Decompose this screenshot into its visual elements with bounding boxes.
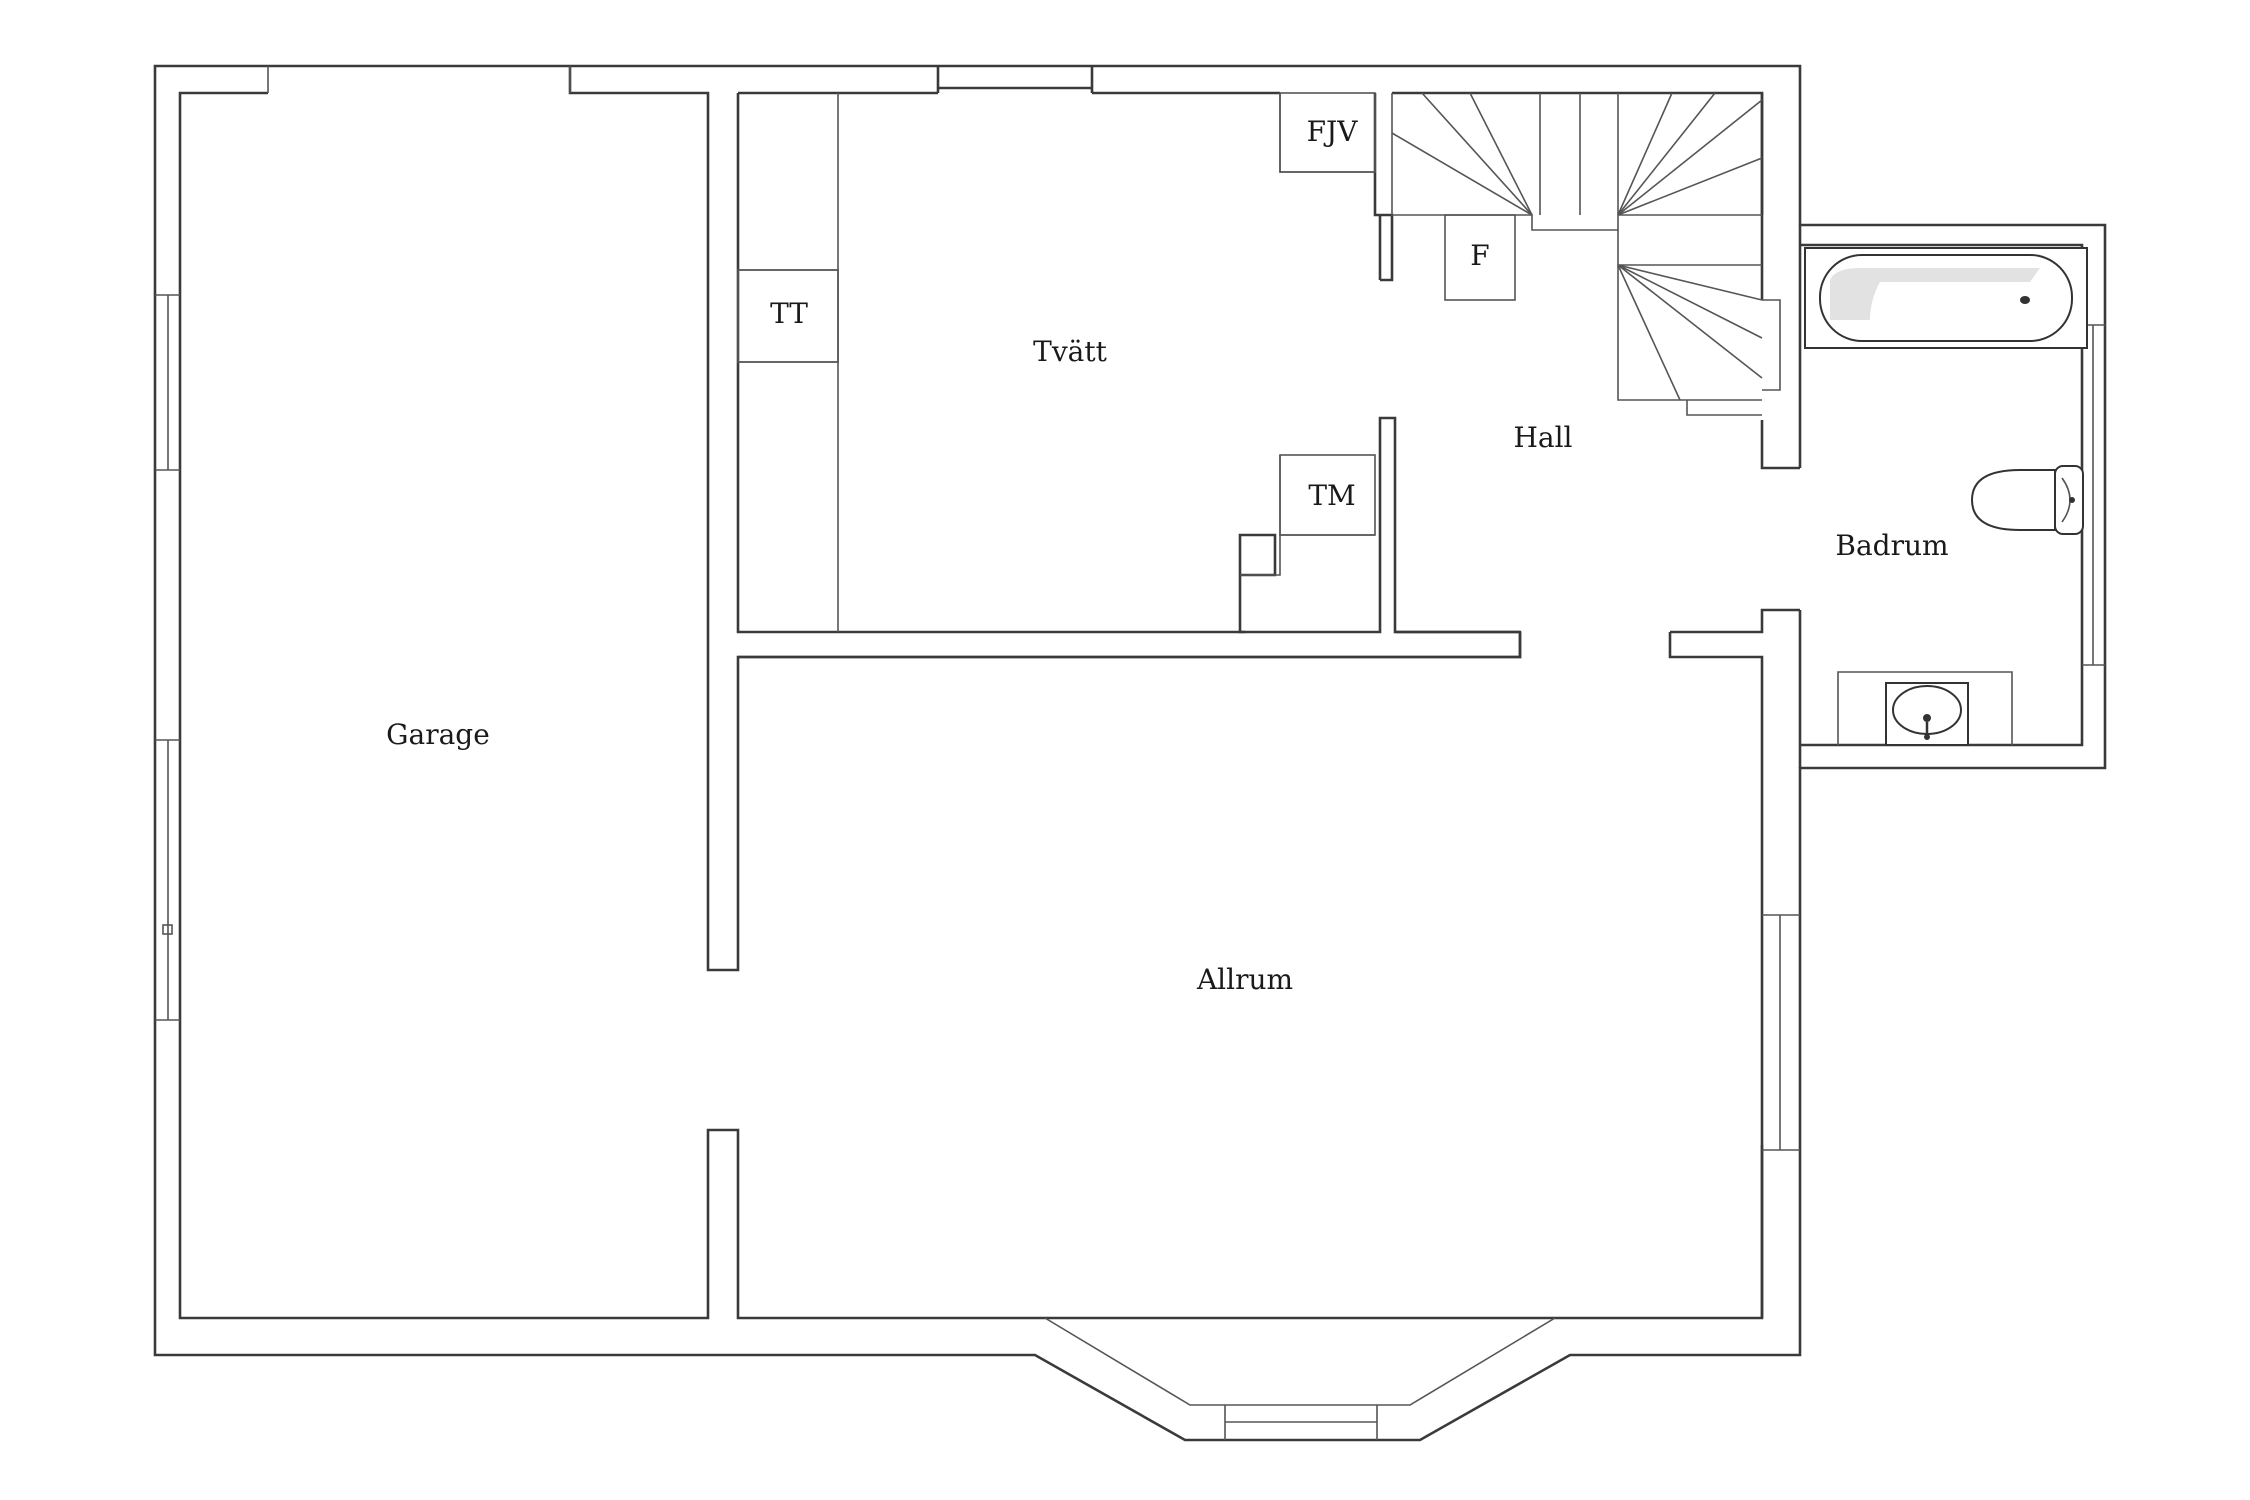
toilet [1970, 465, 2084, 535]
room-label-hall: Hall [1513, 421, 1572, 454]
tm-cabinet [1279, 454, 1376, 536]
fixture-label-tm: TM [1308, 479, 1355, 512]
tt-cabinet [737, 269, 839, 363]
fixture-label-fjv: FJV [1307, 115, 1359, 148]
fjv-cabinet [1279, 92, 1376, 173]
garage-top-window [267, 66, 571, 93]
fixture-label-f: F [1470, 239, 1489, 272]
bathtub [1804, 247, 2088, 349]
room-label-badrum: Badrum [1835, 529, 1948, 562]
staircase [1391, 91, 1781, 416]
room-label-tvatt: Tvätt [1033, 335, 1107, 368]
f-cabinet [1444, 214, 1516, 301]
sink [1837, 671, 2013, 746]
room-label-allrum: Allrum [1196, 963, 1293, 996]
garage-left-windows [155, 294, 180, 1021]
room-label-garage: Garage [386, 718, 490, 751]
fixture-label-tt: TT [770, 297, 808, 330]
